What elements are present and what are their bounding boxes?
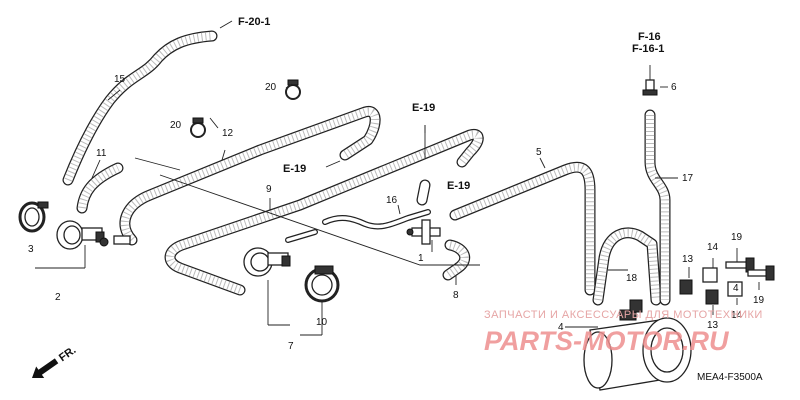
callout-20-lower: 20 — [170, 120, 182, 131]
tee-joint-1 — [406, 219, 441, 245]
callout-13-lower: 13 — [707, 320, 719, 331]
ref-e19-top: E-19 — [412, 102, 435, 114]
callout-10: 10 — [316, 317, 328, 328]
canister — [583, 299, 692, 391]
ref-f20-1: F-20-1 — [238, 16, 270, 28]
hose-12 — [119, 105, 381, 246]
hose-11 — [76, 162, 124, 214]
clamp-3 — [18, 201, 49, 233]
callout-4-right: 4 — [733, 283, 739, 294]
callout-7: 7 — [288, 341, 294, 352]
ref-arrow-e19-left — [325, 160, 341, 168]
hose-15 — [62, 30, 218, 186]
grommet-13-lower — [705, 289, 719, 305]
callout-18: 18 — [626, 273, 638, 284]
callout-19-lower: 19 — [753, 295, 765, 306]
diagram-code: MEA4-F3500A — [697, 372, 763, 383]
ref-f16: F-16 — [638, 31, 661, 43]
watermark-tagline: ЗАПЧАСТИ И АКСЕССУАРЫ ДЛЯ МОТОТЕХНИКИ — [484, 309, 763, 321]
hose-joint-9 — [285, 229, 318, 243]
watermark-logo: PARTS-MOTOR.RU — [484, 326, 730, 356]
collar-14-upper — [702, 267, 718, 283]
callout-12: 12 — [222, 128, 234, 139]
hose-short-e19 — [416, 179, 431, 206]
hose-18 — [592, 227, 662, 306]
callout-14-lower: 14 — [731, 310, 743, 321]
callout-6: 6 — [671, 82, 677, 93]
callout-15: 15 — [114, 74, 126, 85]
ref-f16-1: F-16-1 — [632, 43, 664, 55]
hose-9 — [164, 128, 484, 296]
callout-9: 9 — [266, 184, 272, 195]
callout-16: 16 — [386, 195, 398, 206]
valve-2 — [56, 220, 109, 250]
collar-14-lower — [727, 281, 743, 297]
leader-lines — [35, 20, 760, 336]
hose-8 — [442, 239, 471, 281]
clamp-10 — [304, 265, 340, 303]
callout-13-upper: 13 — [682, 254, 694, 265]
callout-3: 3 — [28, 244, 34, 255]
grommet-13-upper — [679, 279, 693, 295]
arrow-shape — [32, 358, 59, 378]
hose-16 — [322, 209, 431, 230]
callout-1: 1 — [418, 253, 424, 264]
callout-11: 11 — [96, 148, 107, 159]
bolt-19-lower — [747, 265, 775, 281]
hose-5 — [449, 161, 596, 296]
connector-near-2 — [113, 235, 131, 245]
front-arrow-label: FR. — [57, 344, 78, 364]
callout-17: 17 — [682, 173, 694, 184]
ref-e19-left: E-19 — [283, 163, 306, 175]
front-arrow: FR. — [32, 344, 78, 378]
callout-8: 8 — [453, 290, 459, 301]
clip-20-lower — [190, 117, 206, 138]
ref-e19-right: E-19 — [447, 180, 470, 192]
callout-20-upper: 20 — [265, 82, 277, 93]
connector-6 — [642, 65, 658, 96]
callout-2: 2 — [55, 292, 61, 303]
callout-4-left: 4 — [558, 322, 564, 333]
callout-14-upper: 14 — [707, 242, 719, 253]
hose-17 — [644, 109, 671, 306]
clip-20-upper — [285, 79, 301, 100]
callout-19-upper: 19 — [731, 232, 743, 243]
valve-7 — [243, 247, 291, 277]
callout-5: 5 — [536, 147, 542, 158]
